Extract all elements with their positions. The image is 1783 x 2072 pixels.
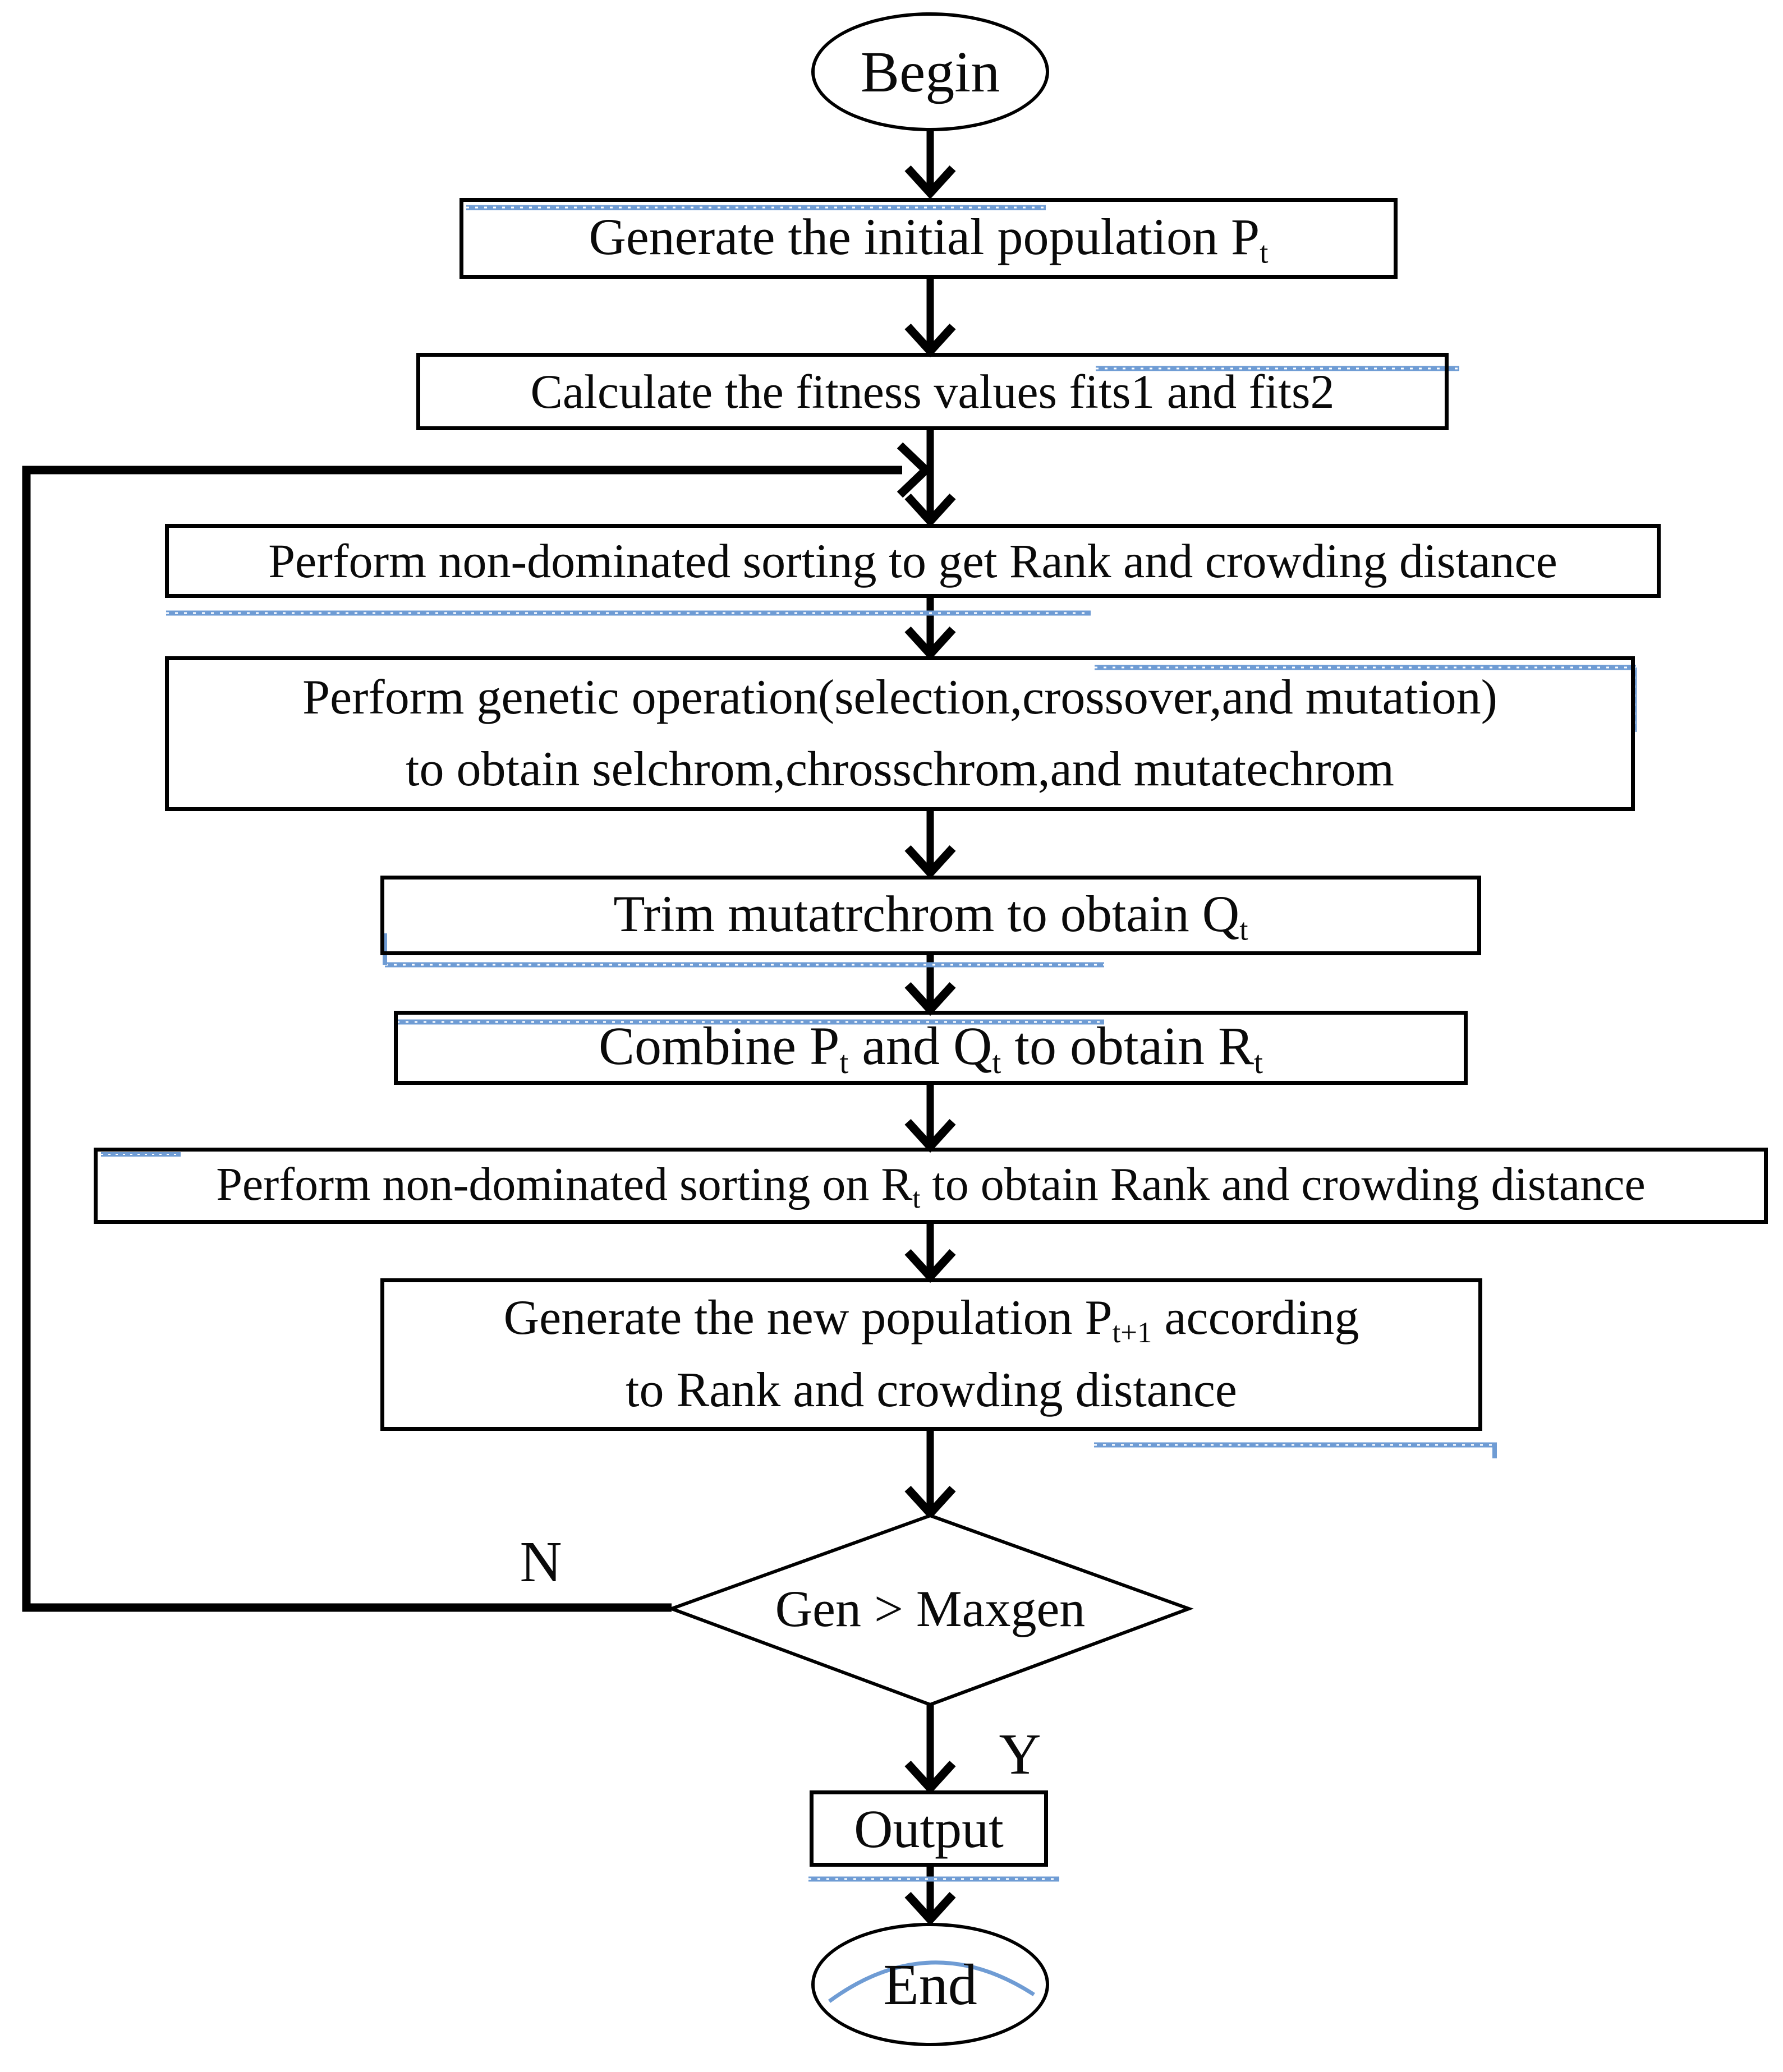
process-label: Perform non-dominated sorting on Rt to o…	[216, 1158, 1646, 1214]
terminator-end: End	[811, 1923, 1049, 2046]
decision-label: Gen > Maxgen	[775, 1580, 1086, 1637]
underline-artifacts	[101, 205, 1637, 2003]
arrowhead-down-icon	[904, 1118, 956, 1153]
arrowhead-down-icon	[904, 1891, 956, 1926]
arrowhead-down-icon	[904, 845, 956, 880]
decision-diamond-shape	[667, 1513, 1194, 1707]
arrowhead-down-icon	[904, 165, 956, 200]
process-label: Generate the initial population Pt	[589, 208, 1269, 270]
process-combine-populations: Combine Pt and Qt to obtain Rt	[394, 1011, 1468, 1085]
arrowhead-down-icon	[904, 982, 956, 1016]
arrowhead-down-icon	[904, 626, 956, 661]
process-label: Calculate the fitness values fits1 and f…	[530, 365, 1335, 418]
terminator-begin-label: Begin	[860, 39, 1000, 104]
process-label: Generate the new population Pt+1 accordi…	[503, 1291, 1359, 1418]
process-label: Trim mutatrchrom to obtain Qt	[613, 885, 1248, 947]
arrowhead-down-icon	[904, 1485, 956, 1520]
process-label: Combine Pt and Qt to obtain Rt	[598, 1015, 1263, 1081]
process-nondominated-sorting: Perform non-dominated sorting to get Ran…	[165, 524, 1661, 598]
arrowhead-right-icon	[897, 442, 932, 498]
decision-gen-maxgen: Gen > Maxgen	[729, 1569, 1131, 1648]
process-output: Output	[810, 1790, 1048, 1867]
arrowhead-down-icon	[904, 1249, 956, 1283]
branch-label-yes: Y	[999, 1722, 1041, 1786]
underline-artifact	[1094, 1442, 1497, 1458]
process-label: Perform genetic operation(selection,cros…	[302, 670, 1497, 796]
process-label: Output	[854, 1798, 1004, 1859]
terminator-begin: Begin	[811, 12, 1049, 131]
underline-artifact	[383, 933, 1104, 968]
process-trim-mutatrchrom: Trim mutatrchrom to obtain Qt	[380, 876, 1481, 955]
arrow-heads	[897, 165, 956, 1926]
process-label: Perform non-dominated sorting to get Ran…	[268, 534, 1557, 588]
arrowhead-down-icon	[904, 323, 956, 358]
branch-label-no: N	[520, 1530, 562, 1594]
arrowhead-down-icon	[904, 1760, 956, 1795]
terminator-end-label: End	[883, 1952, 977, 2017]
process-generate-initial-population: Generate the initial population Pt	[459, 198, 1398, 279]
loop-back-connector	[22, 466, 902, 1612]
process-calculate-fitness: Calculate the fitness values fits1 and f…	[416, 353, 1449, 430]
process-nondominated-sorting-rt: Perform non-dominated sorting on Rt to o…	[94, 1148, 1768, 1224]
arrowhead-down-icon	[904, 493, 956, 528]
process-genetic-operation: Perform genetic operation(selection,cros…	[165, 656, 1635, 811]
process-generate-new-population: Generate the new population Pt+1 accordi…	[380, 1278, 1482, 1431]
